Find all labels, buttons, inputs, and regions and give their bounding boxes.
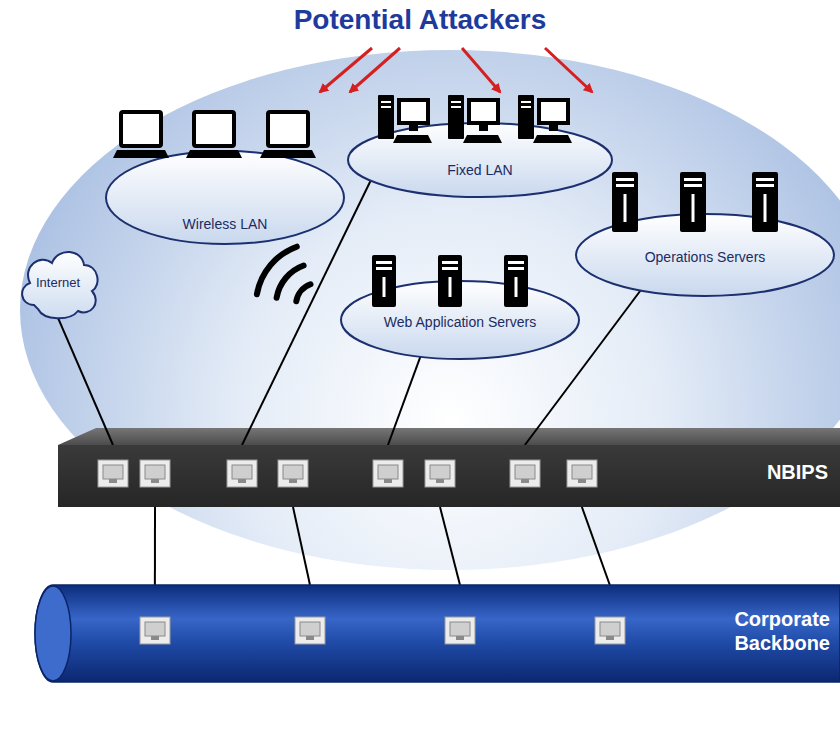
network-port xyxy=(445,617,475,644)
laptop-icon xyxy=(186,112,242,158)
network-port xyxy=(140,460,170,487)
desktop-icon xyxy=(378,95,432,143)
appliance-front xyxy=(58,445,840,507)
backbone-cylinder xyxy=(35,585,840,682)
diagram-title: Potential Attackers xyxy=(0,4,840,36)
network-cable xyxy=(388,357,420,445)
network-port xyxy=(278,460,308,487)
network-cable xyxy=(58,318,113,445)
network-port xyxy=(227,460,257,487)
server-group: Web Application Servers xyxy=(340,280,580,360)
laptop-icon xyxy=(260,112,316,158)
nbips-appliance: NBIPS xyxy=(58,445,840,507)
node-label: Internet xyxy=(36,275,80,290)
node-label: Web Application Servers xyxy=(384,314,536,330)
network-port xyxy=(98,460,128,487)
network-port xyxy=(140,617,170,644)
network-cable xyxy=(154,507,156,585)
node-label: Corporate Backbone xyxy=(718,607,830,655)
lan-group: Fixed LAN xyxy=(347,122,613,198)
server-group: Operations Servers xyxy=(575,213,835,297)
node-label: Wireless LAN xyxy=(183,216,268,232)
server-icon xyxy=(752,172,778,232)
network-port xyxy=(295,617,325,644)
network-cable xyxy=(440,507,460,585)
server-icon xyxy=(504,255,528,307)
network-cable xyxy=(293,507,310,585)
node-label: Operations Servers xyxy=(645,249,766,265)
corporate-backbone-shape xyxy=(35,585,840,682)
laptop-icon xyxy=(113,112,169,158)
network-cable xyxy=(582,507,610,585)
nbips-appliance-shape xyxy=(58,445,840,507)
desktop-icon xyxy=(518,95,572,143)
network-port xyxy=(425,460,455,487)
lan-group-shape xyxy=(347,122,613,198)
network-port xyxy=(567,460,597,487)
network-port xyxy=(595,617,625,644)
corporate-backbone: Corporate Backbone xyxy=(35,585,840,682)
server-icon xyxy=(680,172,706,232)
server-icon xyxy=(612,172,638,232)
desktop-icon xyxy=(448,95,502,143)
nbips-top-face xyxy=(58,428,840,445)
internet-cloud: Internet xyxy=(18,245,98,320)
lan-group: Wireless LAN xyxy=(105,150,345,245)
group-ellipse xyxy=(106,151,344,244)
node-label: NBIPS xyxy=(767,461,828,484)
node-label: Fixed LAN xyxy=(447,162,512,178)
cloud-shape xyxy=(22,252,97,318)
cylinder-end xyxy=(35,586,71,681)
server-icon xyxy=(372,255,396,307)
network-port xyxy=(510,460,540,487)
network-port xyxy=(373,460,403,487)
server-icon xyxy=(438,255,462,307)
network-region xyxy=(20,50,840,570)
attack-arrows xyxy=(320,48,592,92)
wireless-signal xyxy=(257,247,311,302)
